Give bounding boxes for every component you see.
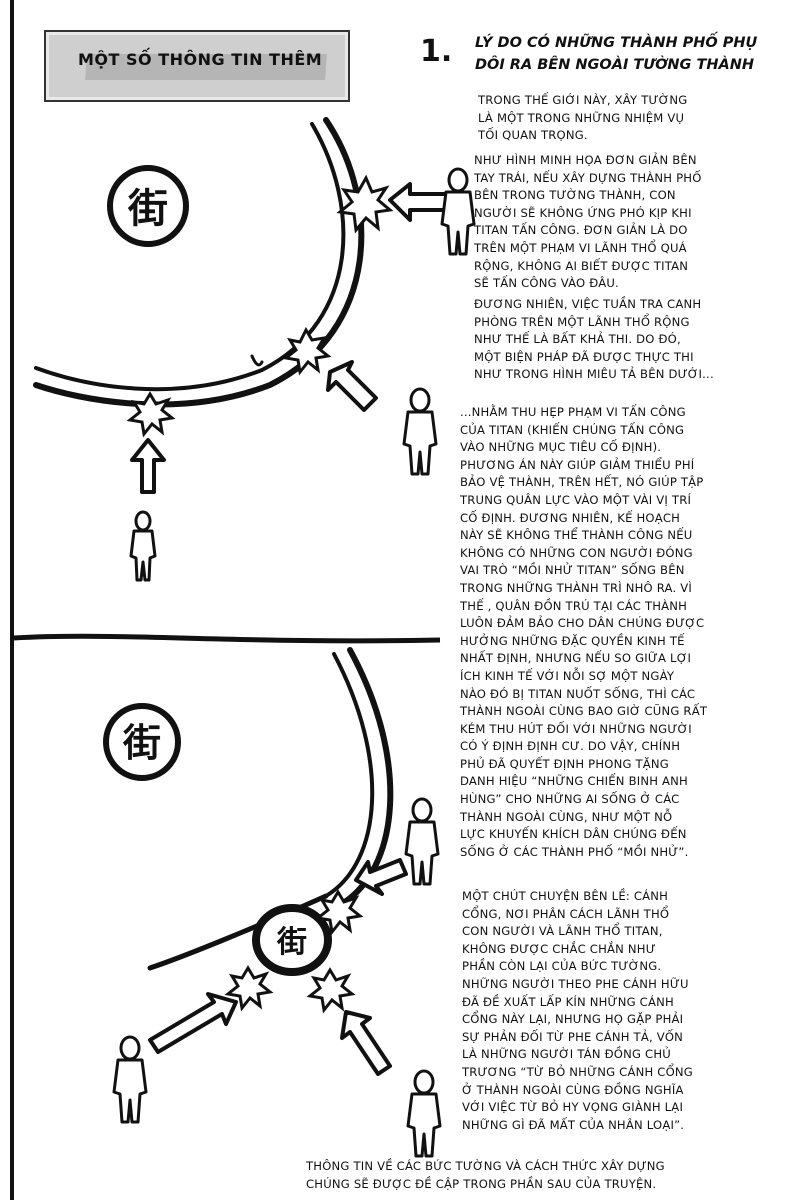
city-emblem-top: 街	[107, 165, 189, 247]
panel-divider	[13, 633, 441, 644]
arrow-icon	[130, 182, 448, 494]
paragraph-patrol: Đương nhiên, việc tuần tra canh phòng tr…	[474, 297, 714, 382]
wall-inner-arc-bottom	[324, 652, 375, 898]
wall-gate-mark	[250, 354, 264, 367]
info-banner	[44, 30, 350, 102]
city-glyph-middle: 街	[122, 720, 161, 765]
paragraph-footer-note: Thông tin về các bức tường và cách thức …	[306, 1159, 665, 1191]
city-glyph: 街	[127, 185, 168, 232]
section-title-line1: LÝ DO CÓ NHỮNG THÀNH PHỐ PHỤ	[475, 35, 758, 51]
attack-burst-icon	[126, 174, 394, 438]
section-title-line2: DÔI RA BÊN NGOÀI TƯỜNG THÀNH	[475, 57, 755, 73]
wall-outer-arc-bottom	[337, 647, 394, 908]
wall-inner-arc	[34, 122, 346, 392]
banner-title: MỘT SỐ THÔNG TIN THÊM	[78, 50, 323, 69]
paragraph-illustration-explanation: Như hình minh họa đơn giản bên tay trái,…	[474, 153, 702, 291]
paragraph-gates-side-note: Một chút chuyện bên lề: cánh cổng, nơi p…	[462, 889, 693, 1132]
person-figure-icon	[129, 167, 476, 582]
section-title: LÝ DO CÓ NHỮNG THÀNH PHỐ PHỤ DÔI RA BÊN …	[475, 32, 775, 76]
attack-burst-icon-bottom	[224, 889, 364, 1014]
city-emblem-middle: 街	[103, 703, 181, 781]
person-figure-icon-bottom	[112, 797, 442, 1158]
protruding-city-emblem: 街	[252, 904, 332, 976]
section-number: 1.	[420, 34, 453, 69]
city-glyph-small: 街	[276, 925, 307, 960]
arrow-icon-bottom	[148, 858, 408, 1076]
panel-border	[10, 0, 14, 1200]
paragraph-intro: Trong thế giới này, xây tường là một tro…	[478, 93, 688, 143]
paragraph-bait-cities: ...nhằm thu hẹp phạm vi tấn công của tit…	[460, 405, 708, 859]
